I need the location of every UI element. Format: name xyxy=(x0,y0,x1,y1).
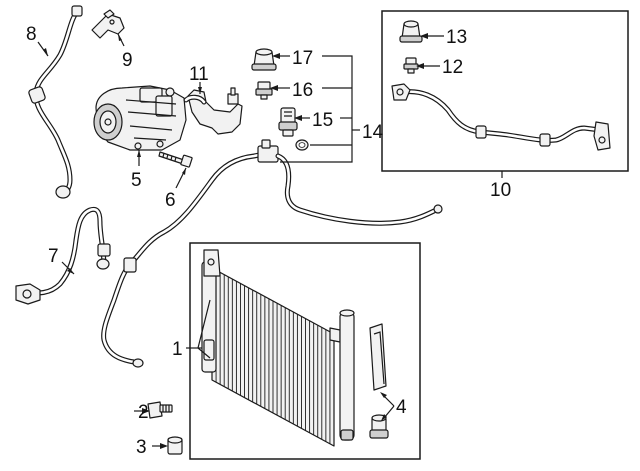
service-cap xyxy=(399,20,423,43)
condenser-group-box xyxy=(189,242,421,460)
callout-13: 13 xyxy=(446,27,467,48)
receiver-filter xyxy=(369,323,389,439)
callout-10: 10 xyxy=(490,180,511,201)
condenser xyxy=(201,249,355,447)
callout-1: 1 xyxy=(172,339,183,360)
callout-14: 14 xyxy=(362,122,384,143)
callout-4: 4 xyxy=(396,397,407,418)
compressor xyxy=(93,85,187,151)
callout-11: 11 xyxy=(189,64,209,85)
discharge-hose xyxy=(28,5,83,199)
callout-5: 5 xyxy=(131,170,142,191)
callout-7: 7 xyxy=(48,246,59,267)
condenser-fins xyxy=(211,268,335,446)
compressor-bolt xyxy=(158,151,193,168)
pressure-switch xyxy=(278,107,298,137)
tube-junction-block xyxy=(257,139,443,226)
callout-17: 17 xyxy=(292,48,313,69)
callout-12: 12 xyxy=(442,57,463,78)
switch-bracket xyxy=(183,87,243,135)
callout-16: 16 xyxy=(292,80,313,101)
callout-3: 3 xyxy=(136,437,147,458)
suction-hose xyxy=(15,206,111,305)
o-ring xyxy=(295,139,309,151)
liquid-line-tube xyxy=(101,151,267,368)
callout-9: 9 xyxy=(122,50,133,71)
callout-2: 2 xyxy=(138,402,149,423)
liquid-tube-assembly xyxy=(391,83,611,151)
service-cap-large xyxy=(251,48,277,71)
hose-bracket xyxy=(91,9,125,39)
callout-8: 8 xyxy=(26,24,37,45)
callout-6: 6 xyxy=(165,190,176,211)
valve-core xyxy=(255,81,273,100)
mounting-bolt xyxy=(147,401,173,419)
valve-core-small xyxy=(403,57,419,74)
callout-15: 15 xyxy=(312,110,333,131)
liquid-line-group-box xyxy=(381,10,629,172)
cap xyxy=(167,436,183,455)
leader-lines xyxy=(37,33,503,449)
